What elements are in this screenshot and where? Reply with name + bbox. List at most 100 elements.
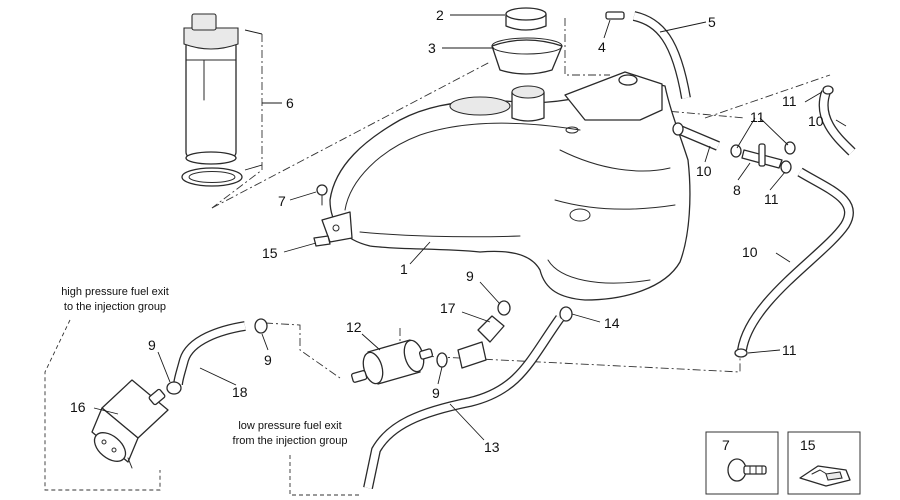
- leader-lines: [93, 14, 847, 441]
- clamp-mid-left: [672, 122, 684, 136]
- filter-inlet-nozzle: [350, 370, 368, 383]
- filler-neck-rim: [491, 37, 563, 55]
- callout-10-upper: 10: [808, 113, 824, 129]
- callout-1: 1: [400, 261, 408, 277]
- leader-16: [93, 407, 119, 415]
- screw-7-head: [316, 184, 328, 196]
- pump-reference-line: [211, 34, 263, 209]
- vent-fittings: [605, 11, 856, 358]
- leader-9-pump: [157, 351, 171, 383]
- inset-label-15: 15: [800, 437, 816, 453]
- hose-10-upper-inner: [820, 90, 855, 155]
- filter-reference-line: [399, 328, 741, 373]
- pump-to-neck-line: [211, 61, 491, 209]
- callout-11-upper: 11: [782, 93, 797, 109]
- leader-11-upper: [804, 91, 823, 103]
- flow-notes: high pressure fuel exit to the injection…: [61, 286, 347, 447]
- filler-neck-tube: [511, 91, 545, 122]
- callout-11-bottom: 11: [782, 342, 797, 358]
- high-pressure-note-line-1: high pressure fuel exit: [61, 286, 169, 298]
- fuel-pump-16: [91, 379, 169, 469]
- hose-10-long-outer: [737, 167, 854, 352]
- leader-15: [283, 242, 317, 253]
- leader-14: [571, 313, 601, 323]
- tank-upper-bulge: [564, 71, 663, 121]
- leader-1: [409, 241, 431, 265]
- callout-12: 12: [346, 319, 362, 335]
- vent-mid-line: [654, 109, 746, 119]
- low-pressure-note-line-2: from the injection group: [233, 435, 348, 447]
- vent-valve: [605, 11, 625, 20]
- leader-9-hose: [261, 333, 269, 351]
- clamp-9-hose-upper: [254, 318, 268, 334]
- callout-7: 7: [278, 193, 286, 209]
- leader-13: [449, 403, 485, 441]
- vent-hose-inner: [633, 12, 690, 99]
- return-hose-13: [363, 315, 565, 490]
- inset-label-7: 7: [722, 437, 730, 453]
- tank-ridge-3: [559, 149, 671, 172]
- inset-clip-hole: [825, 471, 843, 481]
- callout-17: 17: [440, 300, 456, 316]
- inset-box-7: 7: [705, 431, 779, 495]
- pump-16-outlet: [148, 388, 166, 406]
- inset-clip-body: [799, 465, 851, 487]
- tank-ridge-5: [547, 259, 651, 284]
- inset-box-15: 15: [787, 431, 861, 495]
- filler-neck-flange: [491, 39, 563, 75]
- callout-15: 15: [262, 245, 278, 261]
- callout-11-tee: 11: [764, 191, 779, 207]
- high-pressure-dashed-line: [44, 319, 161, 491]
- filler-neck-mouth: [511, 85, 545, 99]
- leader-8: [737, 162, 751, 181]
- clamp-tee-left: [730, 144, 742, 158]
- callout-14: 14: [604, 315, 620, 331]
- reference-lines: [44, 18, 831, 496]
- callout-9-hose: 9: [264, 352, 272, 368]
- hose-18-inner: [174, 322, 246, 386]
- tank-fasteners: [313, 184, 331, 247]
- filler-cap-top: [505, 7, 547, 21]
- hose-13-inner: [364, 315, 564, 489]
- leader-5: [659, 21, 707, 33]
- pump-gasket-outer: [181, 167, 243, 187]
- leader-9-upper: [479, 281, 501, 305]
- inset-screw-head: [727, 458, 747, 482]
- callout-10-mid: 10: [696, 163, 712, 179]
- hose-reference-line: [264, 322, 341, 379]
- tank-ridge-1: [344, 122, 581, 211]
- clamp-9-hose-lower: [166, 381, 182, 395]
- hose-10-mid-inner: [678, 126, 720, 150]
- connector-17-upper: [477, 315, 505, 343]
- callout-8: 8: [733, 182, 741, 198]
- tee-branch: [758, 143, 766, 167]
- callout-18: 18: [232, 384, 248, 400]
- callout-11-middle: 11: [750, 109, 765, 125]
- leader-11-tee: [769, 171, 786, 191]
- pressure-hose-18: [166, 318, 268, 395]
- leader-7: [289, 191, 317, 201]
- fuel-pump-assembly: [181, 13, 263, 187]
- low-pressure-dashed-line: [289, 455, 360, 496]
- low-pressure-note-line-1: low pressure fuel exit: [238, 420, 341, 432]
- leader-10-mid: [704, 145, 711, 163]
- leader-11-left: [736, 117, 756, 149]
- vent-right-line: [704, 74, 831, 119]
- leader-11-right: [759, 117, 789, 146]
- pump-16-wire: [127, 457, 133, 469]
- pump-16-terminal-1: [101, 439, 107, 445]
- callout-9-upper: 9: [466, 268, 474, 284]
- callout-13: 13: [484, 439, 500, 455]
- tank-drain-plug: [569, 208, 591, 222]
- callout-3: 3: [428, 40, 436, 56]
- tank-mount-tab: [321, 211, 353, 243]
- inset-screw-shank: [743, 465, 767, 475]
- callout-10-long: 10: [742, 244, 758, 260]
- clamp-14: [559, 306, 573, 322]
- callout-6: 6: [286, 95, 294, 111]
- leader-18: [199, 367, 237, 386]
- vent-reference-line: [564, 18, 610, 76]
- pump-bracket-top: [244, 29, 263, 35]
- hose-10-long-inner: [738, 168, 853, 351]
